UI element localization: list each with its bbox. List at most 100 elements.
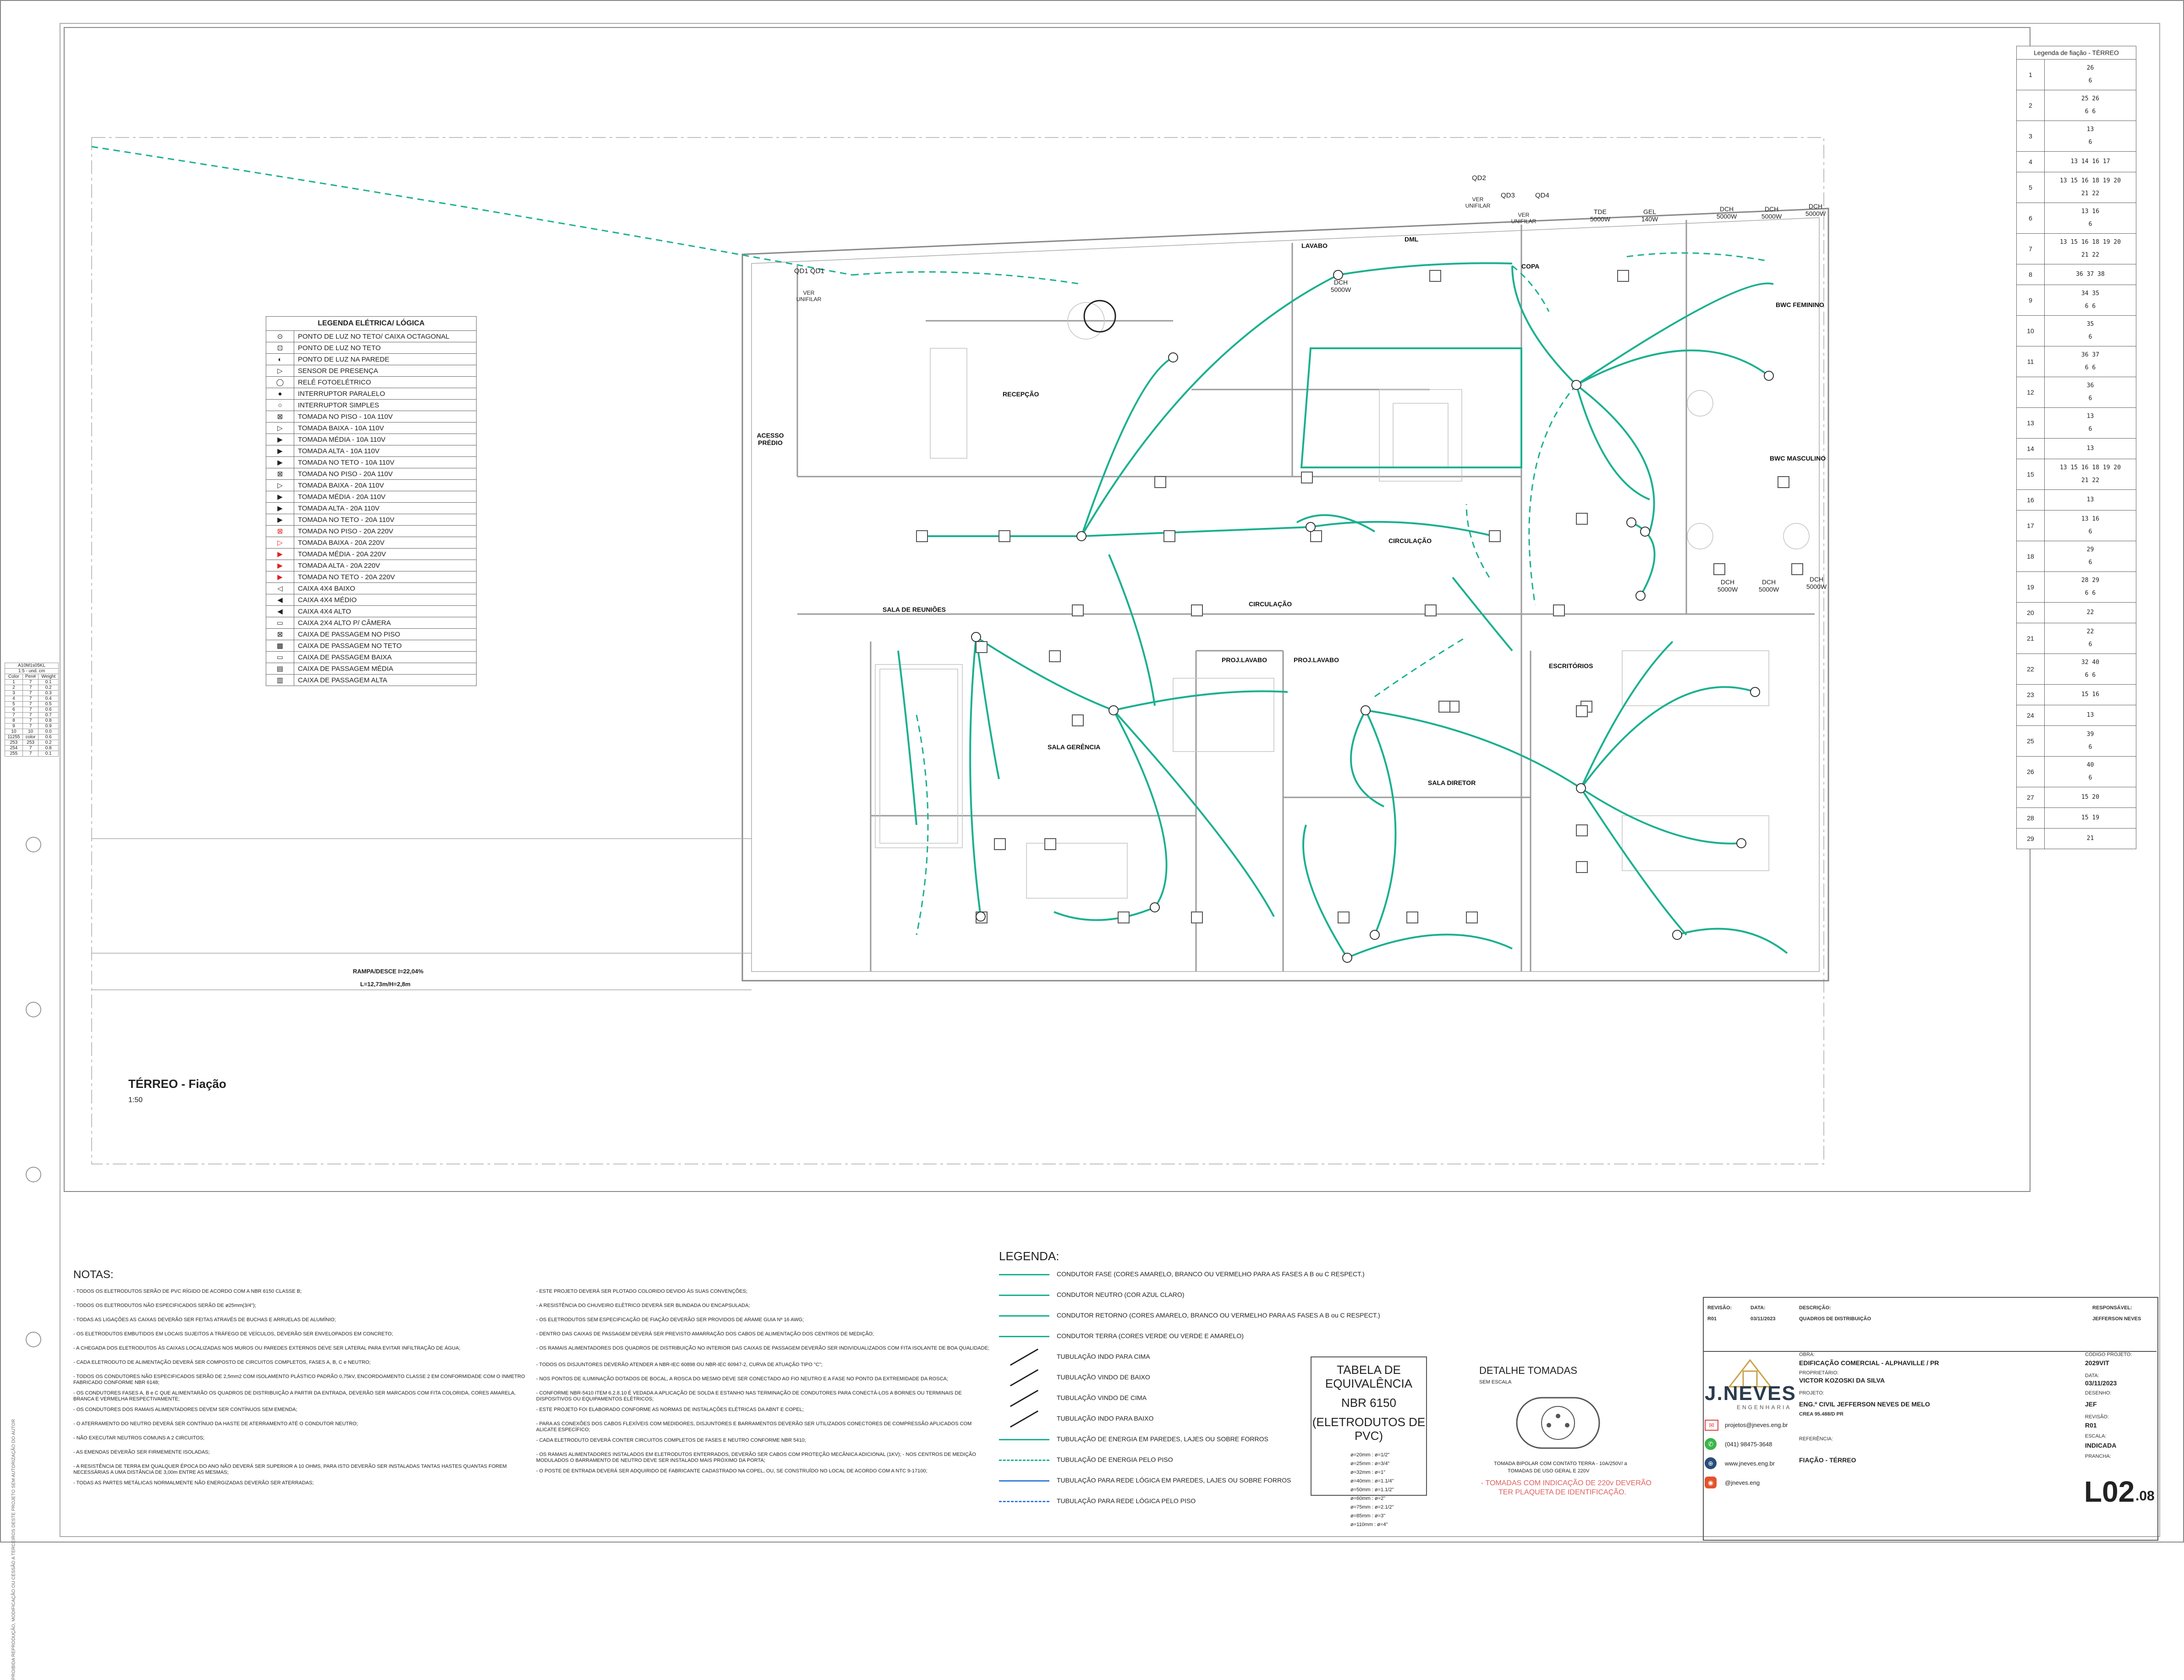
outlet-caption-2: TOMADAS DE USO GERAL E 220V [1508,1468,1590,1474]
legend-item-label: TOMADA NO TETO - 10A 110V [294,456,477,468]
wiring-legend-number: 20 [2016,602,2045,623]
legend-item-label: CAIXA DE PASSAGEM BAIXA [294,651,477,663]
pen-cell: 0.2 [38,685,59,691]
legend-symbol-icon: ▶ [266,445,294,457]
note-item: - A RESISTÊNCIA DO CHUVEIRO ELÉTRICO DEV… [536,1303,750,1308]
legend-symbol-icon: ▶ [266,491,294,503]
floor-plan-drawing [64,27,2030,1192]
legend-item-label: TOMADA ALTA - 20A 220V [294,560,477,571]
wiring-legend-description: 26 6 [2044,59,2136,90]
wiring-legend-description: 13 6 [2044,407,2136,439]
wiring-legend-description: 36 6 [2044,377,2136,408]
wiring-legend-description: 13 [2044,438,2136,459]
pen-table-header-1: A10M1s05KL [5,663,59,669]
pen-cell: 10 [5,729,23,735]
note-item: - A RESISTÊNCIA DE TERRA EM QUALQUER ÉPO… [73,1464,507,1475]
note-item: - TODOS OS CONDUTORES NÃO ESPECIFICADOS … [73,1374,525,1385]
panel-dch-29: DCH 5000W [1806,576,1827,590]
legend-symbol-icon: ⊠ [266,525,294,537]
instagram-link[interactable]: @jneves.eng [1725,1479,1760,1486]
wiring-legend-number: 4 [2016,151,2045,172]
sheet-frame [0,0,2184,1543]
legend-symbol-icon: ▷ [266,422,294,434]
legend-item-label: TOMADA NO TETO - 20A 220V [294,571,477,583]
wiring-legend-number: 26 [2016,756,2045,787]
legend-item-label: CAIXA DE PASSAGEM NO TETO [294,640,477,652]
wiring-legend-number: 1 [2016,59,2045,90]
legend-symbol-icon: ⊙ [266,330,294,342]
room-proj-lavabo-2: PROJ.LAVABO [1294,656,1339,664]
wiring-legend-number: 28 [2016,807,2045,829]
pen-col-color: Color [5,674,23,680]
room-sala-diretor: SALA DIRETOR [1428,779,1476,786]
wiring-legend-number: 16 [2016,489,2045,511]
equivalence-row: ø=85mm : ø=3" [1350,1513,1386,1519]
legend-item-label: SENSOR DE PRESENÇA [294,365,477,377]
pen-cell: 6 [5,707,23,713]
desenho-label: DESENHO: [2085,1390,2112,1396]
outlet-warning-1: - TOMADAS COM INDICAÇÃO DE 220v DEVERÃO [1481,1479,1652,1487]
wiring-legend-number: 7 [2016,233,2045,264]
note-item: - NOS PONTOS DE ILUMINAÇÃO DOTADOS DE BO… [536,1376,948,1382]
outlet-warning-2: TER PLAQUETA DE IDENTIFICAÇÃO. [1498,1488,1626,1496]
wiring-legend-number: 27 [2016,787,2045,808]
wiring-legend-description: 13 6 [2044,121,2136,152]
legend-symbol-icon: ◀ [266,594,294,606]
website-link[interactable]: www.jneves.eng.br [1725,1460,1775,1467]
pen-cell: 7 [22,712,39,718]
room-copa: COPA [1521,263,1540,270]
legend-symbol-icon: ◯ [266,376,294,388]
equivalence-row: ø=25mm : ø=3/4" [1350,1461,1390,1466]
legend-symbol-icon: ▭ [266,651,294,663]
pen-cell: 0.6 [38,734,59,740]
referencia-label: REFERÊNCIA: [1799,1436,1833,1442]
note-item: - NÃO EXECUTAR NEUTROS COMUNS A 2 CIRCUI… [73,1435,205,1441]
drawing-scale: 1:50 [128,1096,143,1104]
pen-cell: 7 [22,679,39,685]
obra-value: EDIFICAÇÃO COMERCIAL - ALPHAVILLE / PR [1799,1359,1939,1367]
dashed-wiring [91,146,1769,935]
pen-cell: 0.6 [38,707,59,713]
phone-link[interactable]: (041) 98475-3648 [1725,1441,1772,1448]
note-item: - OS ELETRODUTOS EMBUTIDOS EM LOCAIS SUJ… [73,1331,393,1337]
wiring-legend-number: 9 [2016,285,2045,316]
pen-cell: 0.9 [38,723,59,729]
wiring-legend-description: 13 15 16 18 19 20 21 22 [2044,459,2136,490]
legend-item-label: TOMADA ALTA - 20A 110V [294,502,477,514]
wiring-legend-description: 13 16 6 [2044,510,2136,541]
wiring-legend-number: 11 [2016,346,2045,377]
equivalence-row: ø=110mm : ø=4" [1350,1522,1388,1527]
note-item: - O POSTE DE ENTRADA DEVERÁ SER ADQUIRID… [536,1468,927,1474]
wiring-legend-description: 25 26 6 6 [2044,90,2136,121]
wiring-legend-description: 29 6 [2044,541,2136,572]
equivalence-table: TABELA DE EQUIVALÊNCIA NBR 6150 (ELETROD… [1311,1356,1427,1527]
binder-hole-4 [26,1332,41,1347]
binder-hole-3 [26,1167,41,1182]
revisao-label: REVISÃO: [2085,1414,2109,1420]
legend-symbol-icon: ○ [266,399,294,411]
note-item: - CADA ELETRODUTO DE ALIMENTAÇÃO DEVERÁ … [73,1360,371,1365]
ramp-label-2: L=12,73m/H=2,8m [360,981,411,988]
pen-cell: 253 [22,740,39,746]
email-link[interactable]: projetos@jneves.eng.br [1725,1422,1788,1428]
pen-cell: color [22,734,39,740]
panel-qd3: QD3 [1501,192,1515,199]
pen-cell: 0.1 [38,679,59,685]
note-item: - CONFORME NBR-5410 ITEM 6.2.8.10 É VEDA… [536,1390,962,1402]
note-item: - TODOS OS ELETRODUTOS SERÃO DE PVC RÍGI… [73,1289,302,1294]
equivalence-row: ø=40mm : ø=1.1/4" [1350,1478,1394,1484]
panel-ver-unifilar-2: VER UNIFILAR [1465,196,1491,209]
legend-item-label: INTERRUPTOR SIMPLES [294,399,477,411]
